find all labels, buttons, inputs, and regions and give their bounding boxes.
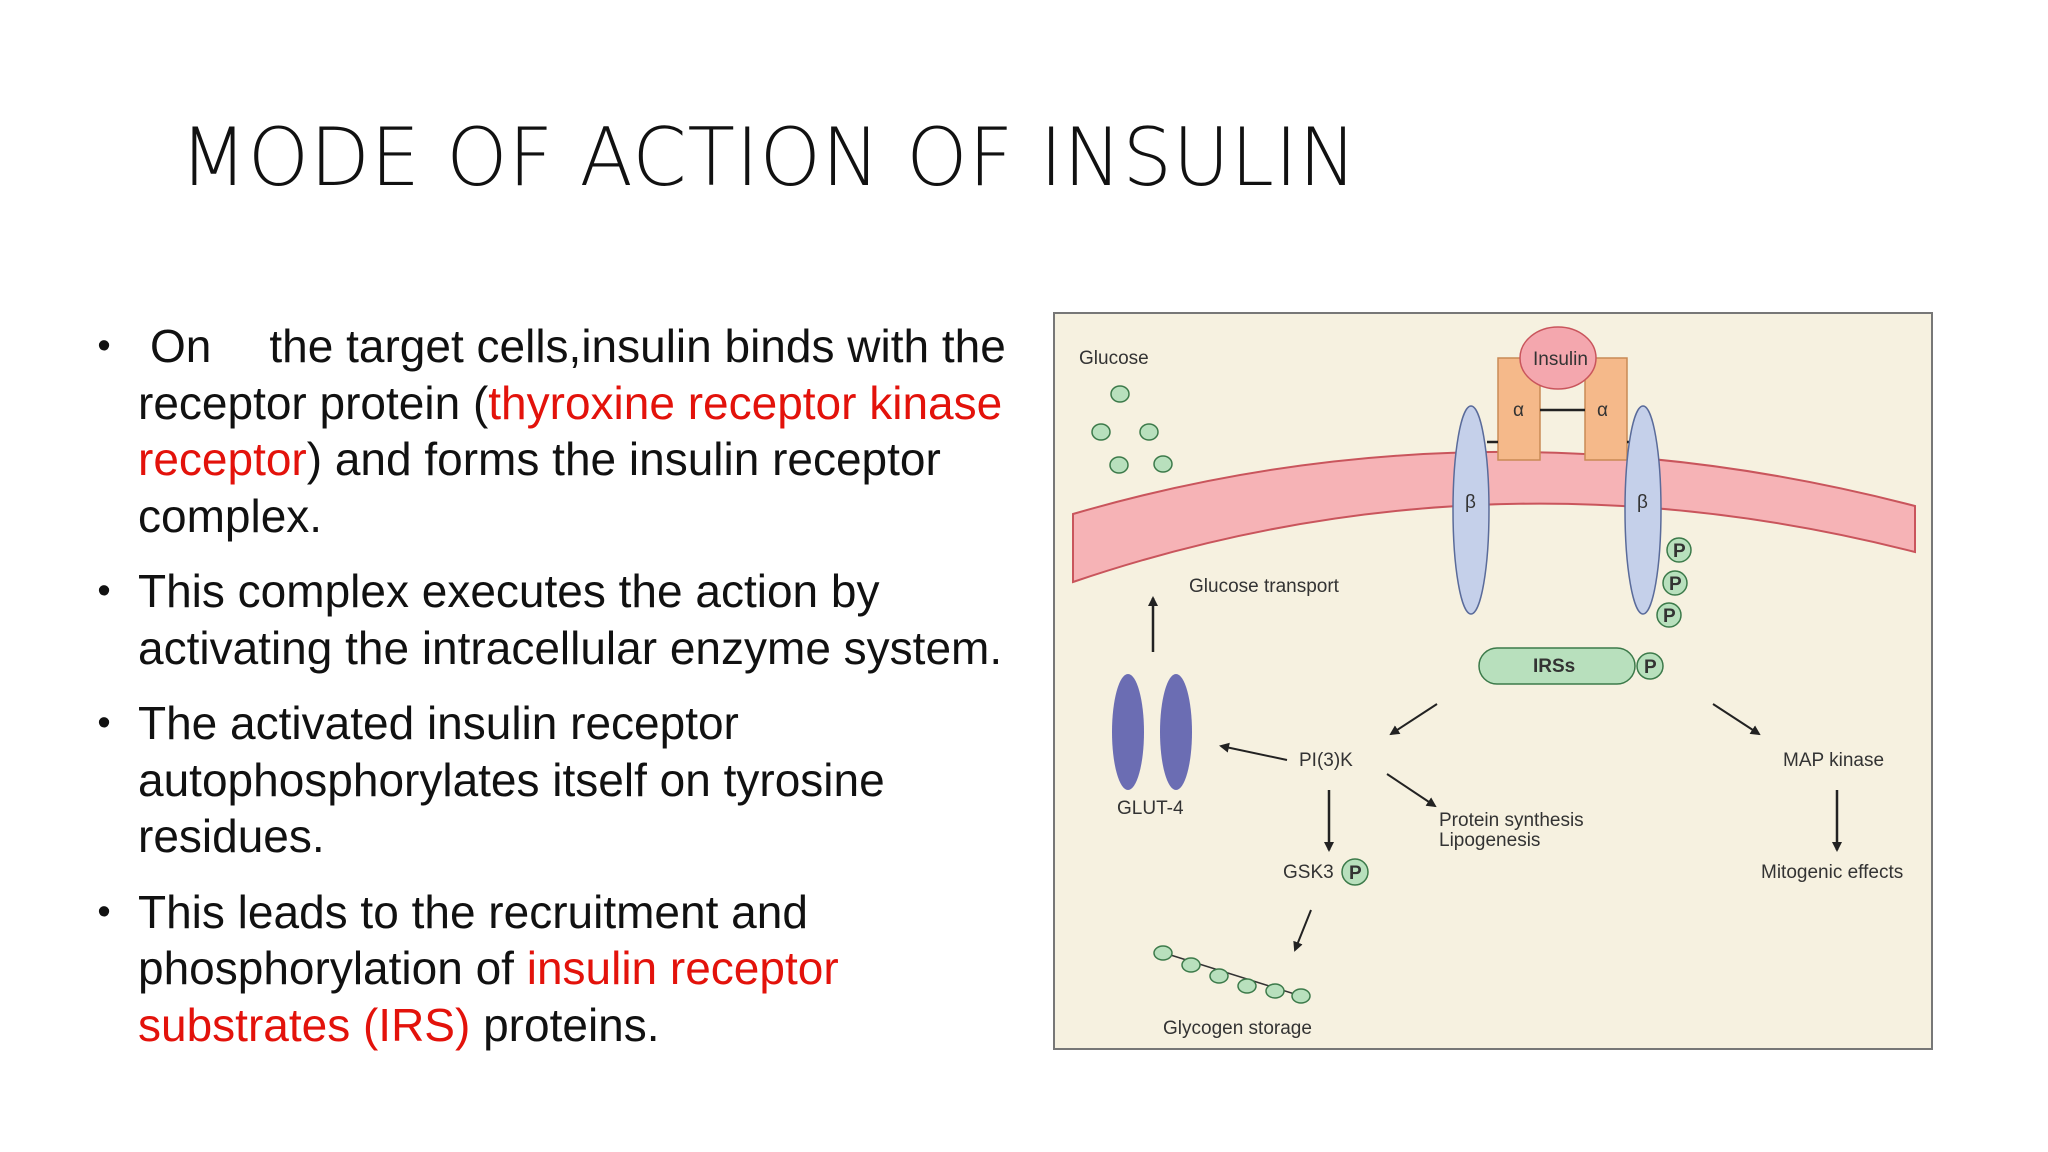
phosphate-circle [1656,602,1682,628]
arrow-pi3k-to-glut4 [1219,742,1288,761]
alpha-label-left: α [1513,400,1524,421]
glycogen-chain [1153,945,1311,1004]
map-kinase-label: MAP kinase [1783,750,1884,771]
bullet-1-text-a: the target cells,insulin binds with the … [138,320,1006,429]
glycogen-unit [1265,983,1285,999]
phosphate-label: P [1349,863,1362,884]
bullet-4-text-a: This leads to the recruitment and phosph… [138,885,808,995]
beta-subunit-right [1624,405,1662,615]
cell-membrane [1072,450,1916,584]
phosphate-label: P [1669,574,1682,595]
bullet-dot: • [97,702,111,744]
bullet-3-text: The activated insulin receptor autophosp… [138,697,885,862]
bullet-item-4: • This leads to the recruitment and phos… [92,884,1052,1054]
glucose-molecule [1091,423,1111,441]
bullet-item-2: • This complex executes the action by ac… [92,563,1052,676]
bullet-4-highlight: insulin receptor substrates (IRS) [138,942,839,1051]
irs-protein [1478,647,1636,685]
glycogen-unit [1153,945,1173,961]
beta-subunit-left [1452,405,1490,615]
glucose-molecule [1153,455,1173,473]
glucose-molecule [1109,456,1129,474]
alpha-subunit-right [1584,357,1628,461]
arrow-irs-to-pi3k [1389,703,1438,736]
phosphate-circle [1666,537,1692,563]
arrow-irs-to-map [1712,703,1761,736]
glycogen-unit [1291,988,1311,1004]
bullet-item-3: • The activated insulin receptor autopho… [92,695,1052,865]
glycogen-storage-label: Glycogen storage [1163,1018,1312,1039]
beta-label-right: β [1637,492,1648,513]
phosphate-label: P [1663,606,1676,627]
glycogen-unit [1181,957,1201,973]
slide-title: MODE OF ACTION OF INSULIN [180,111,1358,204]
glut4-label: GLUT-4 [1117,798,1184,819]
pi3k-label: PI(3)K [1299,750,1353,771]
insulin-signaling-diagram: Glucose α α Insulin β β P [1053,312,1933,1050]
glucose-transport-label: Glucose transport [1189,576,1340,597]
bullet-2-text: This complex executes the action by acti… [138,565,1003,674]
diagram-svg: Glucose α α Insulin β β P [1072,326,1916,1039]
glycogen-unit [1237,978,1257,994]
bullet-dot: • [97,890,111,933]
bullet-1-highlight: thyroxine receptor kinase receptor [138,376,1003,486]
phosphate-label: P [1673,541,1686,562]
phosphate-circle [1341,858,1369,886]
glucose-molecule [1139,423,1159,441]
bullet-dot: • [97,325,111,367]
glucose-molecule [1110,385,1130,403]
phosphate-label: P [1644,657,1657,678]
bullet-4-text-b: proteins. [470,998,660,1051]
bullet-1-word-on: On [150,320,212,372]
phosphate-circle [1662,570,1688,596]
glut4-transporter [1160,674,1192,790]
alpha-label-right: α [1597,400,1608,421]
arrow-pi3k-to-protein [1386,773,1437,808]
mitogenic-effects-label: Mitogenic effects [1761,862,1903,883]
arrow-gsk3-to-glycogen [1293,909,1312,952]
insulin-label: Insulin [1533,349,1588,370]
beta-label-left: β [1465,492,1476,513]
bullet-1-text-b: ) and forms the insulin receptor complex… [138,433,941,542]
irss-label: IRSs [1533,656,1575,677]
glut4-transporter [1112,674,1144,790]
glycogen-unit [1209,968,1229,984]
phosphate-circle [1636,652,1664,680]
insulin-molecule [1519,326,1597,390]
protein-synthesis-label: Protein synthesis [1439,810,1584,831]
gsk3-label: GSK3 [1283,862,1334,883]
bullet-dot: • [97,570,111,612]
glucose-label: Glucose [1079,348,1149,369]
lipogenesis-label: Lipogenesis [1439,830,1540,851]
